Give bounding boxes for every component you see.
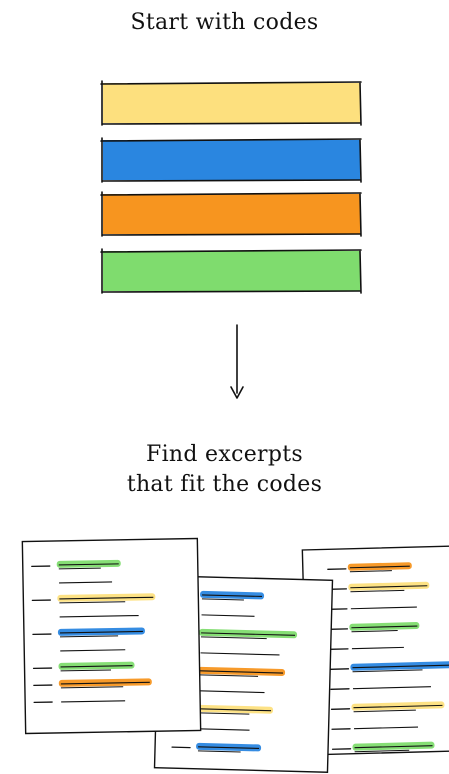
- find-excerpts-label: Find excerpts that fit the codes: [0, 440, 449, 500]
- text-line: [60, 649, 126, 652]
- text-line: [353, 709, 416, 713]
- text-line: [201, 598, 244, 601]
- text-line: [198, 712, 250, 715]
- text-line: [349, 570, 392, 573]
- document-back-right: [301, 545, 449, 756]
- down-arrow: [230, 324, 244, 399]
- text-line: [59, 614, 139, 618]
- text-line: [59, 596, 154, 600]
- text-line: [352, 686, 431, 690]
- text-line: [351, 630, 398, 633]
- blue-code-bar: [100, 137, 362, 183]
- orange-code-bar: [100, 191, 362, 237]
- documents-group: [21, 537, 449, 773]
- text-line: [198, 728, 250, 731]
- text-line: [199, 708, 272, 712]
- text-line: [59, 630, 143, 634]
- text-line: [200, 652, 280, 656]
- text-line: [60, 669, 112, 672]
- text-line: [59, 581, 113, 584]
- text-line: [350, 606, 417, 610]
- document-front-left: [21, 537, 202, 735]
- text-line: [200, 670, 284, 674]
- find-excerpts-line-2: that fit the codes: [126, 472, 323, 497]
- text-line: [58, 567, 101, 570]
- text-line: [60, 681, 150, 685]
- text-line: [201, 614, 255, 617]
- text-line: [59, 601, 126, 604]
- text-line: [351, 646, 404, 650]
- text-line: [350, 589, 405, 593]
- text-line: [199, 690, 265, 694]
- green-code-bar: [100, 248, 362, 294]
- text-line: [354, 745, 433, 749]
- text-line: [60, 686, 124, 689]
- text-line: [61, 700, 126, 703]
- text-line: [354, 749, 410, 753]
- text-line: [60, 665, 133, 668]
- text-line: [354, 726, 419, 730]
- text-line: [200, 636, 267, 640]
- text-line: [197, 750, 241, 753]
- start-with-codes-label: Start with codes: [130, 10, 319, 35]
- text-line: [58, 563, 119, 566]
- text-line: [199, 674, 259, 677]
- text-line: [352, 664, 449, 669]
- text-line: [202, 594, 263, 598]
- find-excerpts-line-1: Find excerpts: [146, 442, 303, 467]
- text-line: [198, 746, 260, 749]
- text-line: [352, 669, 423, 673]
- code-bars-group: [100, 80, 362, 294]
- text-line: [353, 704, 443, 709]
- text-line: [351, 625, 418, 629]
- text-line: [59, 635, 119, 638]
- yellow-code-bar: [100, 80, 362, 126]
- text-line: [349, 565, 410, 569]
- text-line: [350, 585, 428, 589]
- text-line: [201, 632, 296, 636]
